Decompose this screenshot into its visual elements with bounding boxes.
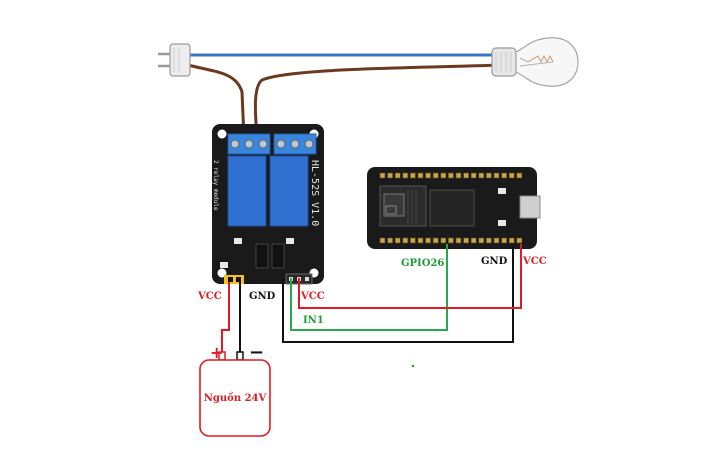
esp32-pin	[463, 237, 469, 244]
wire-vcc-signal	[298, 244, 522, 309]
esp32-pin-row-bottom	[379, 237, 523, 244]
esp32-pin	[501, 237, 507, 244]
power-supply-label: Nguồn 24V	[204, 392, 267, 404]
mains-cable	[187, 53, 501, 139]
esp32-pin	[508, 172, 515, 179]
esp32-pin	[425, 237, 431, 244]
esp32-pin	[417, 172, 424, 179]
plug-icon	[158, 43, 191, 77]
light-bulb-icon	[491, 37, 579, 87]
esp32-pin	[455, 237, 462, 244]
esp32-pin	[448, 172, 454, 179]
esp32-pin	[410, 237, 416, 244]
wire-vcc-power	[221, 282, 230, 357]
relay-mount-hole	[217, 129, 227, 139]
mains-brown-wire-to-relay-b	[253, 63, 501, 139]
esp32-pin	[516, 172, 523, 179]
label-vcc-esp: VCC	[523, 256, 547, 267]
esp32-pin	[387, 237, 393, 244]
plus-sign: +	[210, 343, 223, 362]
mains-brown-wire-to-relay-a	[187, 63, 246, 139]
esp32-pin	[387, 172, 393, 179]
esp32-pin	[478, 172, 485, 179]
label-gpio26: GPIO26	[401, 258, 445, 269]
relay-model-text: HL-52S V1.0	[309, 160, 320, 226]
esp32-pin	[432, 172, 439, 179]
esp32-pin	[394, 172, 401, 179]
esp32-pin	[470, 237, 477, 244]
label-in1: IN1	[303, 315, 324, 326]
esp32-pin	[425, 172, 431, 179]
power-supply: + − Nguồn 24V	[199, 342, 271, 437]
label-gnd-esp: GND	[481, 256, 508, 267]
relay-subtitle-text: 2 relay module	[212, 160, 219, 211]
esp32-pin	[486, 237, 492, 244]
esp32-pin	[410, 172, 416, 179]
esp32-pin	[379, 237, 386, 244]
relay-power-jumper	[224, 275, 244, 284]
esp32-board	[367, 167, 541, 249]
esp32-pin	[394, 237, 401, 244]
esp32-pin	[432, 237, 439, 244]
esp32-pin	[508, 237, 515, 244]
label-vcc-relay-power: VCC	[198, 291, 222, 302]
esp32-pin	[478, 237, 485, 244]
esp32-pin	[493, 237, 500, 244]
label-vcc-relay-input: VCC	[301, 291, 325, 302]
wire-in1-gpio26	[290, 244, 448, 331]
esp32-pin	[493, 172, 500, 179]
esp32-shield	[429, 189, 475, 227]
esp32-pin	[402, 172, 409, 179]
esp32-pin	[440, 237, 447, 244]
relay-cube	[269, 155, 309, 227]
power-supply-box	[199, 359, 271, 437]
esp32-pin	[501, 172, 507, 179]
esp32-pin	[516, 237, 523, 244]
esp32-pin	[440, 172, 447, 179]
relay-module: HL-52S V1.0 2 relay module	[212, 124, 324, 285]
esp32-pin	[455, 172, 462, 179]
usb-port-icon	[519, 195, 541, 219]
esp32-pin	[402, 237, 409, 244]
minus-sign: −	[249, 342, 264, 363]
esp32-pin	[448, 237, 454, 244]
esp32-pin	[470, 172, 477, 179]
stray-dot	[411, 364, 415, 368]
esp32-pin	[463, 172, 469, 179]
esp32-pin-row-top	[379, 172, 523, 179]
label-gnd-relay-power: GND	[249, 291, 276, 302]
relay-cube	[227, 155, 267, 227]
esp32-pin	[417, 237, 424, 244]
wire-gnd-signal	[282, 244, 514, 343]
esp32-pin	[486, 172, 492, 179]
esp32-pin	[379, 172, 386, 179]
